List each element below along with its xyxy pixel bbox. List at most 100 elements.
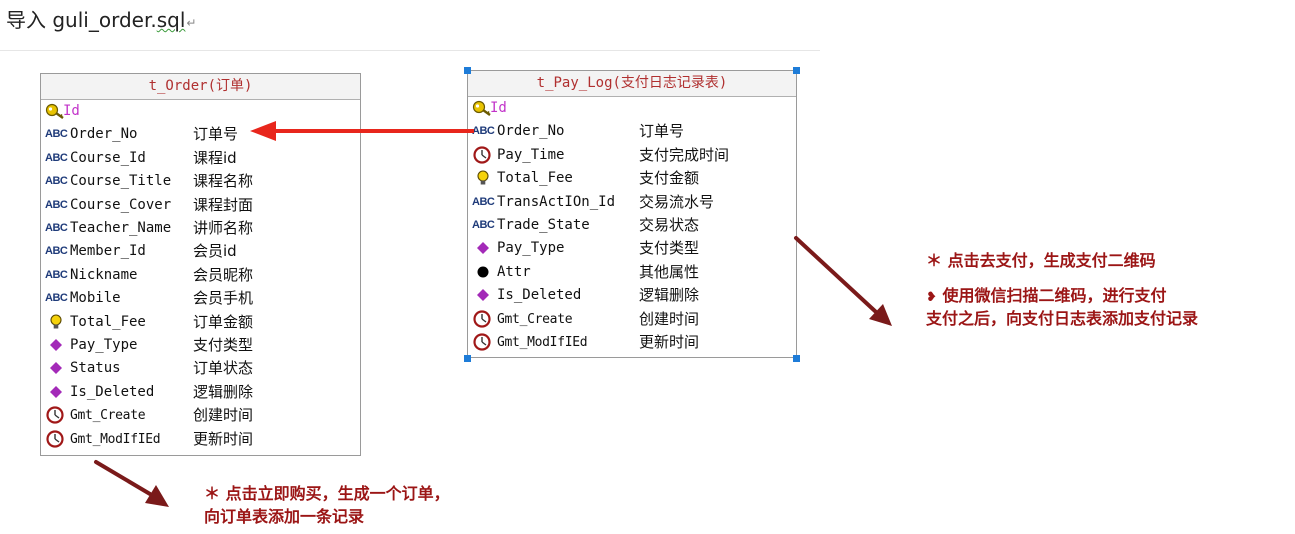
paragraph-mark-icon: ↵ [186,16,197,30]
table-row[interactable]: Total_Fee 支付金额 [468,167,796,190]
key-icon [472,99,494,117]
field-name: Gmt_Create [70,408,146,424]
field-name: Mobile [70,290,121,307]
pay-note-line1: ＊ 点击去支付，生成支付二维码 [926,251,1156,270]
field-comment: 支付类型 [639,239,700,258]
field-comment: 创建时间 [639,309,700,328]
field-comment: 订单号 [193,125,239,144]
table-row[interactable]: Status 订单状态 [41,357,360,380]
diamond-icon [472,286,494,304]
table-row[interactable]: Gmt_ModIfIEd 更新时间 [468,331,796,354]
string-type-icon: ABC [45,292,68,305]
diamond-icon [45,383,67,401]
table-row[interactable]: Gmt_Create 创建时间 [41,404,360,427]
string-type-icon: ABC [45,268,68,281]
pay-pointer-arrow [794,236,892,326]
order-note-line1: ＊ 点击立即购买，生成一个订单， [204,484,450,503]
table-row[interactable]: Id [468,97,796,120]
field-name: Course_Title [70,173,172,190]
clock-icon [45,429,67,448]
selection-handle-bottom-left[interactable] [464,355,471,362]
field-name: Total_Fee [497,170,573,187]
field-comment: 会员昵称 [193,265,254,284]
divider [0,50,820,51]
field-comment: 课程id [193,148,237,167]
field-name: Pay_Type [497,240,565,257]
field-name: Pay_Time [497,146,565,163]
key-icon [45,102,67,120]
pay-note-line2-text: 使用微信扫描二维码，进行支付 [942,286,1167,305]
clock-icon [472,146,494,164]
paylog-table-title: t_Pay_Log(支付日志记录表) [468,71,796,97]
field-name: Trade_State [497,217,590,233]
string-type-icon: ABC [45,245,68,258]
string-type-icon: ABC [45,222,68,234]
bulb-icon [472,169,494,187]
field-name: Order_No [497,123,565,140]
dot-icon [472,263,494,281]
field-comment: 其他属性 [639,262,700,281]
field-comment: 创建时间 [193,406,254,425]
pay-note-line3: 支付之后，向支付日志表添加支付记录 [926,309,1199,328]
field-comment: 课程名称 [193,172,254,191]
heading-prefix: 导入 guli_order. [6,8,157,32]
table-row[interactable]: Total_Fee 订单金额 [41,311,360,334]
field-comment: 支付金额 [639,169,700,188]
field-comment: 逻辑删除 [193,382,254,401]
field-name: Status [70,360,121,377]
diamond-icon [45,359,67,377]
field-name: Order_No [70,126,138,143]
field-name: Gmt_ModIfIEd [497,335,588,350]
string-type-icon: ABC [45,175,68,188]
field-comment: 交易状态 [639,216,700,234]
field-name: Total_Fee [70,313,146,330]
table-row[interactable]: Attr 其他属性 [468,261,796,284]
field-name: Id [490,100,507,116]
field-name: Course_Cover [70,196,172,213]
selection-handle-top-left[interactable] [464,67,471,74]
field-name: Pay_Type [70,337,138,353]
field-name: Id [63,103,80,119]
selection-handle-bottom-right[interactable] [793,355,800,362]
field-comment: 支付完成时间 [639,145,730,164]
table-row[interactable]: Pay_Time 支付完成时间 [468,144,796,167]
string-type-icon: ABC [472,219,495,231]
field-comment: 更新时间 [639,333,700,351]
table-row[interactable]: Pay_Type 支付类型 [41,334,360,357]
field-name: TransActIOn_Id [497,193,616,210]
table-row[interactable]: Pay_Type 支付类型 [468,237,796,260]
string-type-icon: ABC [45,128,68,141]
clock-icon [472,333,494,351]
field-comment: 支付类型 [193,336,254,354]
table-row[interactable]: Id [41,100,360,123]
order-note-line2: 向订单表添加一条记录 [204,507,365,526]
order-table-title: t_Order(订单) [41,74,360,100]
field-comment: 订单金额 [193,312,254,331]
field-name: Course_Id [70,149,146,166]
string-type-icon: ABC [45,151,68,164]
field-name: Member_Id [70,243,146,260]
page-heading: 导入 guli_order.sql↵ [6,4,196,33]
selection-handle-top-right[interactable] [793,67,800,74]
field-name: Is_Deleted [497,287,582,304]
field-comment: 订单状态 [193,359,254,378]
field-name: Attr [497,263,531,280]
field-name: Nickname [70,266,138,283]
